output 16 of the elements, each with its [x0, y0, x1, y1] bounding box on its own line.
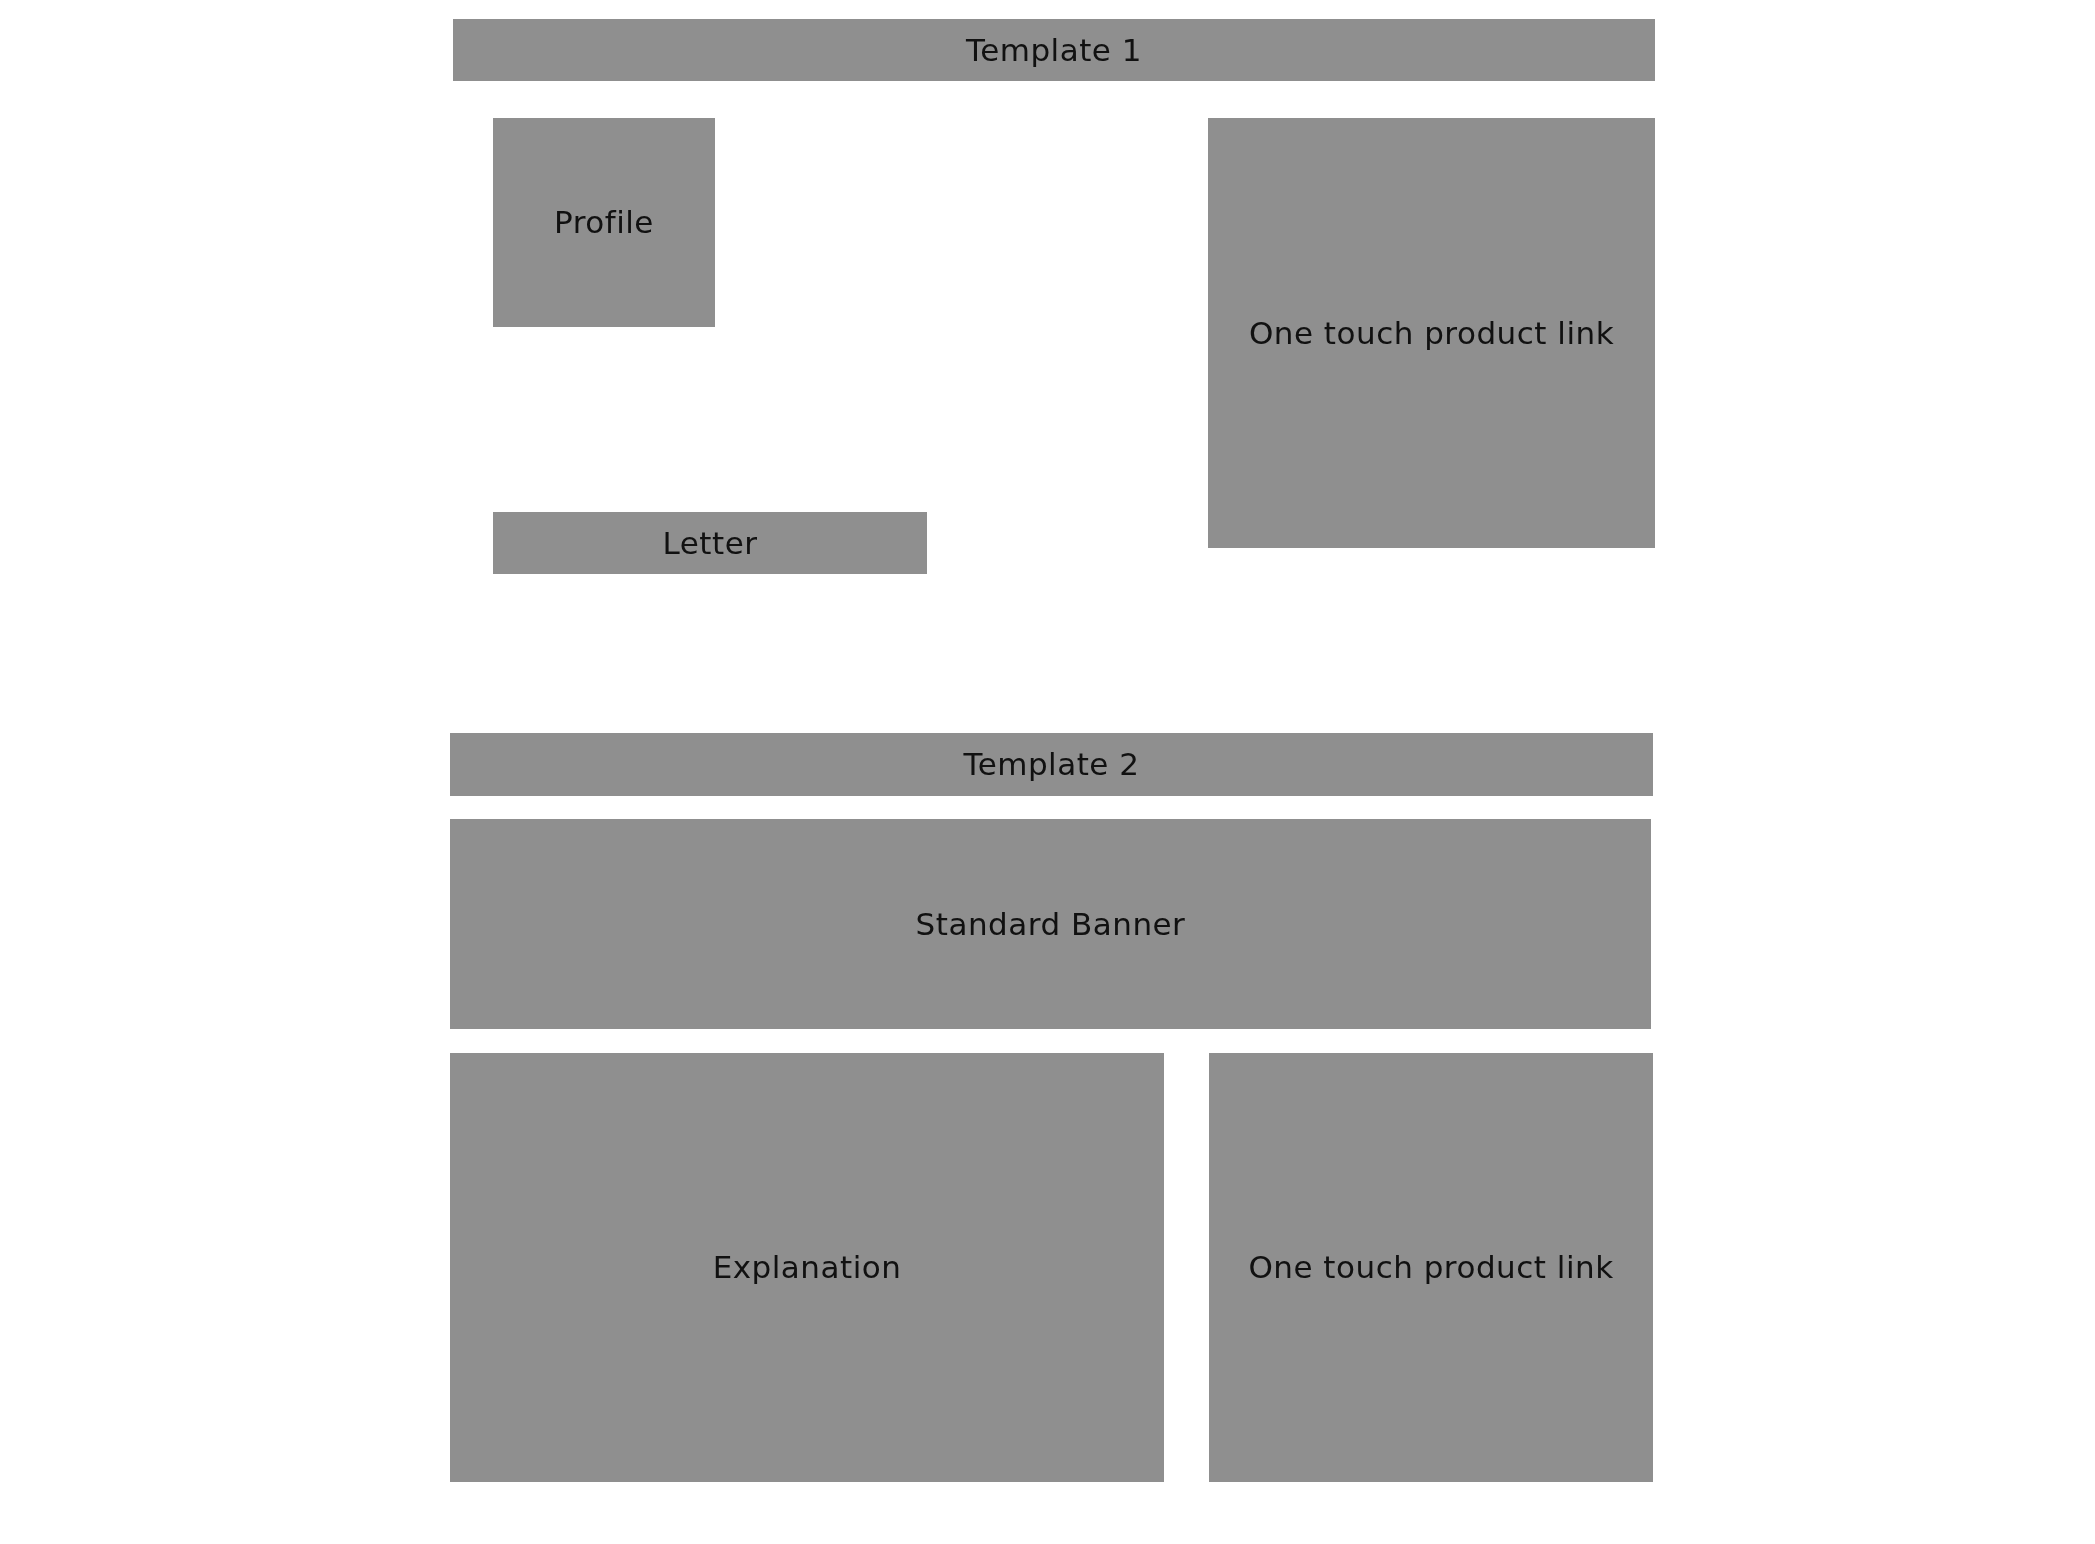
- block-label: One touch product link: [1248, 1248, 1614, 1287]
- layout-block: [493, 512, 927, 574]
- block-label: Template 2: [963, 745, 1140, 784]
- layout-block: [1208, 118, 1655, 548]
- layout-block: [493, 118, 715, 327]
- title-bar: [450, 733, 1653, 796]
- block-label: Standard Banner: [915, 904, 1186, 944]
- layout-block: [450, 819, 1651, 1029]
- block-label: Template 1: [966, 30, 1142, 70]
- block-label: One touch product link: [1248, 313, 1615, 353]
- layout-block: [450, 1053, 1164, 1482]
- layout-block: [1209, 1053, 1653, 1482]
- block-label: Letter: [662, 523, 758, 563]
- block-label: Explanation: [712, 1248, 902, 1287]
- block-label: Profile: [554, 203, 654, 242]
- title-bar: [453, 19, 1655, 81]
